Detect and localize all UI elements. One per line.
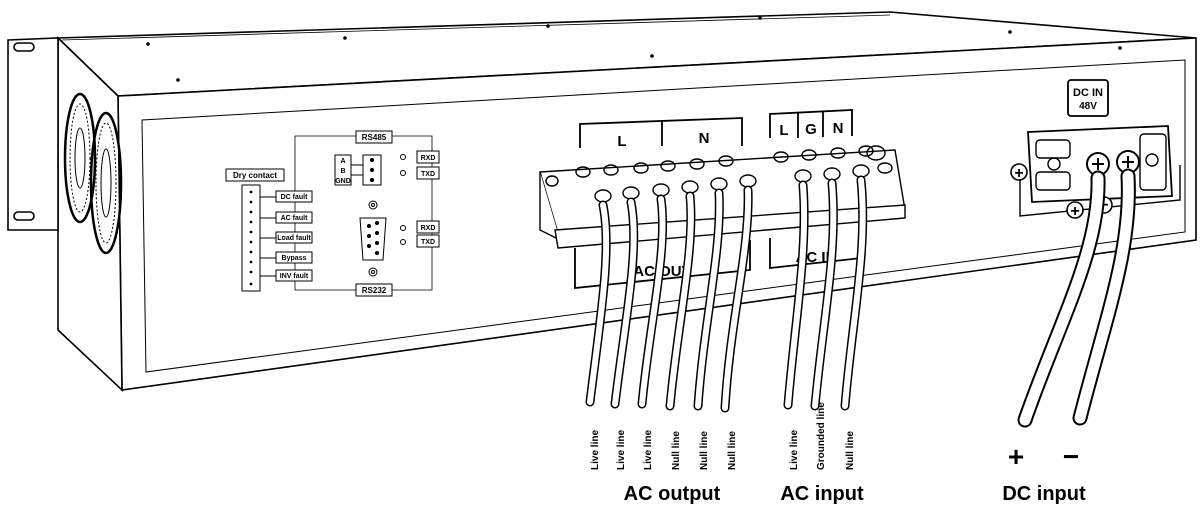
dc-polarity-plus: +	[1010, 163, 1028, 182]
db9-connector	[359, 200, 387, 277]
wire-label-in-3: Null line	[845, 431, 856, 470]
wire-label-out-2: Live line	[616, 430, 627, 470]
dry-contact: Dry contact DC fault AC fault Load fault…	[225, 168, 313, 292]
fan-left	[63, 92, 97, 224]
dry-contact-bypass: Bypass	[282, 255, 307, 262]
dc-input-group-label: DC input	[1002, 483, 1086, 505]
dc-minus-label: −	[1063, 441, 1079, 472]
dc-in-terminal: DC IN 48V	[1019, 79, 1181, 217]
wire-label-out-1: Live line	[590, 430, 601, 470]
ac-output-wire-labels: Live line Live line Live line Null line …	[590, 430, 738, 470]
dry-contact-load-fault: Load fault	[277, 235, 311, 242]
wire-label-out-6: Null line	[727, 431, 738, 470]
wire-label-out-4: Null line	[671, 431, 682, 470]
rs232-rxd: RXD	[421, 225, 436, 232]
ac-wires-inner	[587, 177, 866, 411]
ac-input-wire-labels: Live line Grounded line Null line	[789, 402, 856, 470]
comm-panel: RS485 A B GND RXD TXD	[294, 130, 440, 297]
rs485-pin-gnd: GND	[335, 178, 351, 185]
dc-wires-inner	[1019, 170, 1134, 426]
ac-input-group-label: AC input	[780, 483, 864, 505]
terminal-label-l: L	[617, 133, 626, 150]
dc-polarity-plus-2: +	[1066, 201, 1084, 220]
terminal-label-n: N	[699, 130, 710, 147]
terminal-label-n-in: N	[833, 120, 844, 137]
svg-text:+: +	[1070, 203, 1079, 220]
wire-label-out-3: Live line	[643, 430, 654, 470]
svg-text:+: +	[1014, 165, 1023, 182]
dry-contact-title: Dry contact	[233, 171, 277, 180]
top-screws	[146, 16, 1122, 82]
ac-output-group-label: AC output	[624, 483, 721, 505]
dc-in-voltage: 48V	[1079, 101, 1097, 112]
rs232-txd: TXD	[421, 239, 435, 246]
dry-contact-dc-fault: DC fault	[281, 194, 309, 201]
rs485-title: RS485	[362, 133, 387, 142]
dc-plus-label: +	[1008, 441, 1024, 472]
rs485-txd: TXD	[421, 171, 435, 178]
wire-label-in-2: Grounded line	[816, 402, 827, 470]
dry-contact-ac-fault: AC fault	[281, 215, 309, 222]
fan-right	[89, 111, 123, 255]
dc-in-label: DC IN	[1073, 87, 1103, 99]
terminal-screws-upper	[575, 145, 874, 178]
rs485-pin-a: A	[340, 158, 345, 165]
rs232-title: RS232	[362, 286, 387, 295]
rs485-pin-b: B	[340, 168, 345, 175]
wire-label-out-5: Null line	[699, 431, 710, 470]
dry-contact-inv-fault: INV fault	[280, 273, 309, 280]
wire-label-in-1: Live line	[789, 430, 800, 470]
cooling-fans	[63, 92, 123, 255]
terminal-label-g: G	[805, 121, 817, 138]
terminal-label-l-in: L	[779, 122, 788, 139]
rs485-rxd: RXD	[421, 155, 436, 162]
